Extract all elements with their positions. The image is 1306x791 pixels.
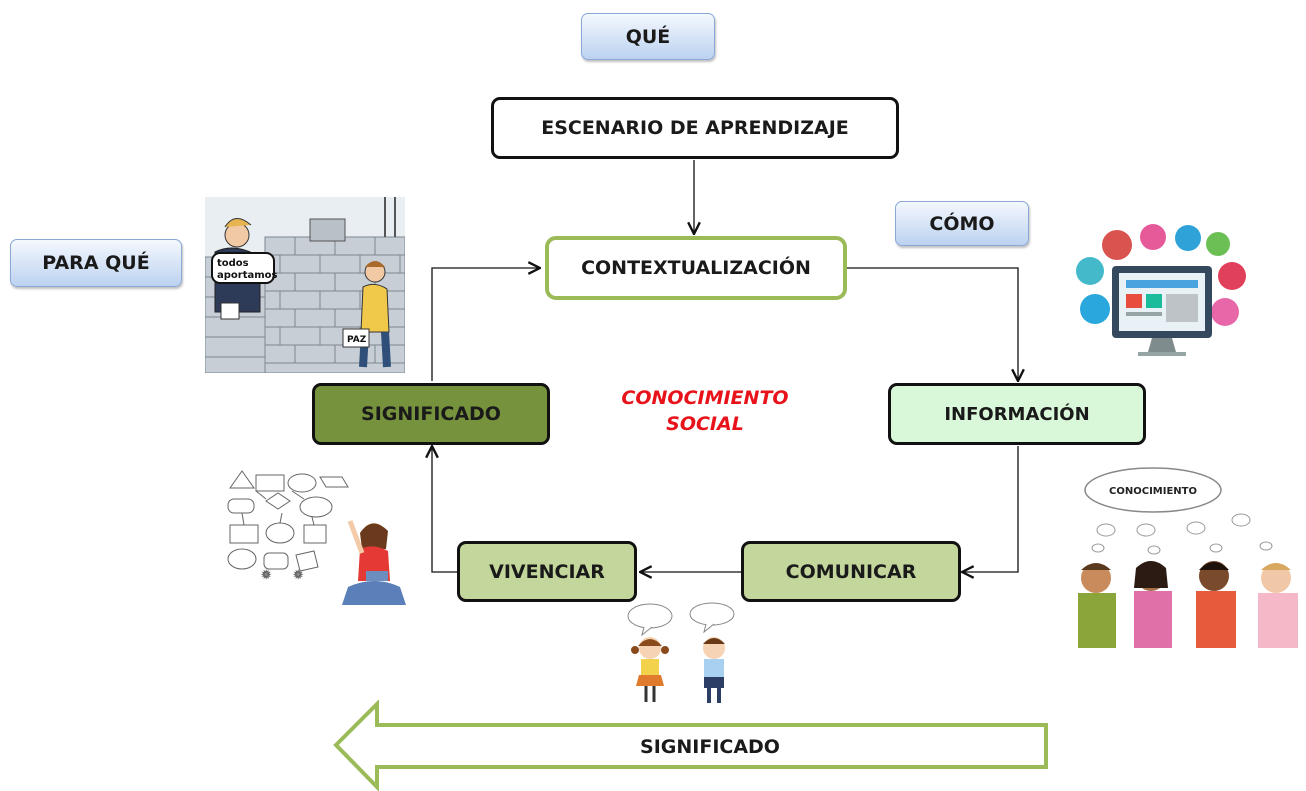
svg-text:✹: ✹ <box>262 570 270 581</box>
wall-text-2: aportamos <box>217 270 278 281</box>
para-que-label: PARA QUÉ <box>10 239 182 287</box>
girl-kid <box>631 637 669 702</box>
informacion-box: INFORMACIÓN <box>888 383 1146 445</box>
que-label: QUÉ <box>581 13 715 60</box>
tech-circles <box>1076 224 1246 326</box>
wall-builders-illustration: todos aportamos PAZ <box>205 197 405 373</box>
contextualizacion-box: CONTEXTUALIZACIÓN <box>545 236 847 300</box>
significado-box: SIGNIFICADO <box>312 383 550 445</box>
thought-cloud-text: CONOCIMIENTO <box>1109 486 1197 497</box>
arrow-significado-to-context <box>431 268 540 381</box>
bottom-block-arrow <box>333 700 1048 791</box>
girl-figure <box>342 520 406 605</box>
center-label: CONOCIMIENTO SOCIAL <box>590 385 820 437</box>
concept-map-illustration: ✹ ✹ <box>227 470 406 605</box>
vivenciar-box: VIVENCIAR <box>457 541 637 602</box>
escenario-box: ESCENARIO DE APRENDIZAJE <box>491 97 899 159</box>
center-label-line-1: CONOCIMIENTO <box>621 387 789 409</box>
boy-kid <box>703 637 725 703</box>
children-figures <box>1078 561 1298 648</box>
svg-text:✹: ✹ <box>294 570 302 581</box>
wall-text-1: todos <box>217 258 249 269</box>
technology-illustration <box>1076 224 1246 356</box>
bottom-arrow-label: SIGNIFICADO <box>640 736 780 758</box>
arrow-informacion-to-comunicar <box>962 446 1019 572</box>
wall-text-3: PAZ <box>347 335 367 345</box>
comunicar-box: COMUNICAR <box>741 541 961 602</box>
como-label: CÓMO <box>895 201 1029 246</box>
thinking-children-illustration: CONOCIMIENTO <box>1078 467 1298 648</box>
arrow-context-to-informacion <box>845 267 1018 381</box>
center-label-line-2: SOCIAL <box>666 413 744 435</box>
block-arrow-shape <box>333 700 1048 791</box>
talking-kids-illustration <box>627 602 735 703</box>
arrow-vivenciar-to-significado <box>432 446 458 573</box>
